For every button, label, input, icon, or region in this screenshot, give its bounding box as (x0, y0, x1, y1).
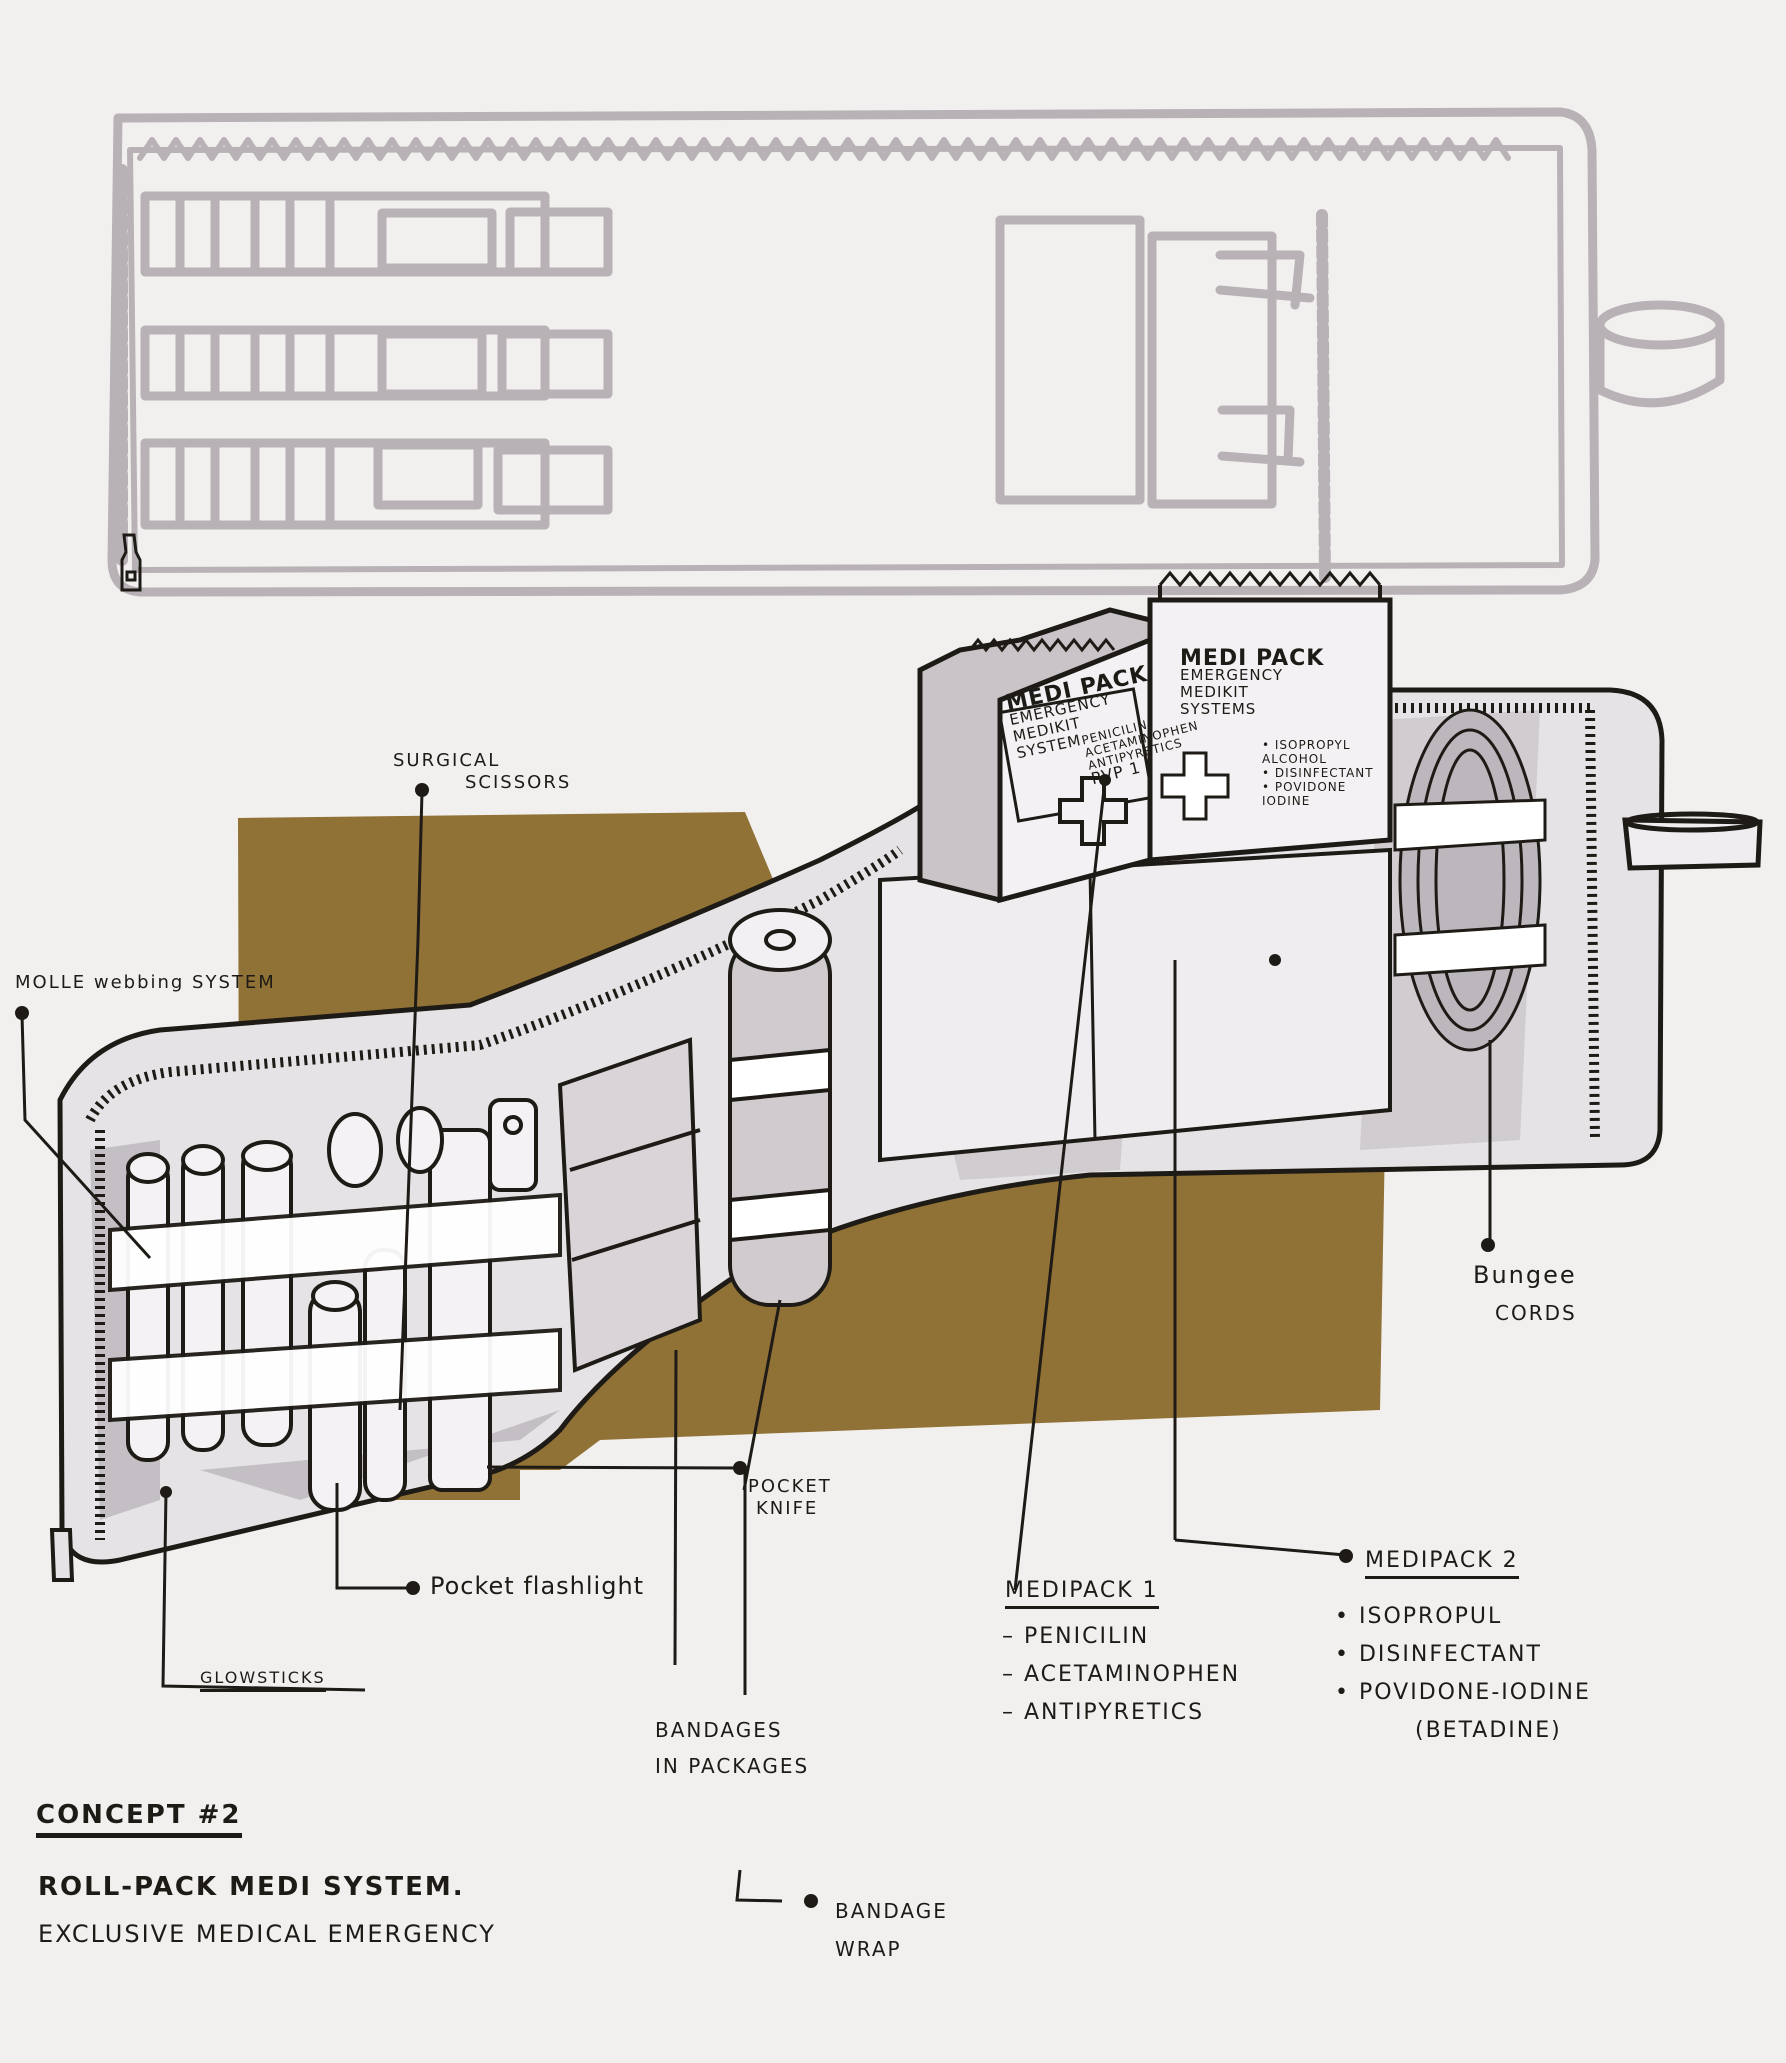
list-item: (BETADINE) (1415, 1718, 1562, 1743)
medical-cross-icon (1058, 776, 1128, 846)
medipack-2-heading: MEDIPACK 2 (1365, 1548, 1519, 1580)
bandage-wrap (728, 908, 832, 1307)
zipper-pull-icon (49, 1528, 75, 1582)
concept-description: EXCLUSIVE MEDICAL EMERGENCY (38, 1920, 496, 1948)
medical-cross-icon (1160, 751, 1230, 821)
list-item: – PENICILIN (1002, 1624, 1150, 1649)
list-item: • POVIDONE-IODINE (1335, 1680, 1591, 1705)
callout-bandages-in-packages: BANDAGES IN PACKAGES (655, 1718, 810, 1778)
callout-glowsticks: GLOWSTICKS (200, 1668, 326, 1693)
flat-layout-sketch (107, 107, 1725, 597)
bungee-cords (1393, 708, 1547, 1052)
medipack-2-contents: • ISOPROPYL ALCOHOL • DISINFECTANT • POV… (1262, 738, 1374, 808)
callout-molle-webbing: MOLLE webbing SYSTEM (15, 972, 276, 993)
list-item: – ANTIPYRETICS (1002, 1700, 1205, 1725)
bandage-packages (557, 1037, 703, 1373)
concept-title: CONCEPT #2 (36, 1800, 242, 1839)
list-item: • ISOPROPUL (1335, 1604, 1503, 1629)
zipper-pull-icon (120, 533, 142, 592)
medipack-1-heading: MEDIPACK 1 (1005, 1578, 1159, 1610)
callout-bungee-cords: Bungee CORDS (1473, 1261, 1577, 1325)
callout-surgical-scissors: SURGICAL SCISSORS (393, 750, 572, 793)
medipack-2-label: MEDI PACK EMERGENCY MEDIKIT SYSTEMS (1180, 646, 1325, 718)
medipack-1-list: – PENICILIN – ACETAMINOPHEN – ANTIPYRETI… (1002, 1618, 1240, 1732)
list-item: – ACETAMINOPHEN (1002, 1662, 1241, 1687)
medipack-1-box (917, 607, 1155, 904)
list-item: • DISINFECTANT (1335, 1642, 1542, 1667)
callout-pocket-flashlight: Pocket flashlight (430, 1572, 645, 1600)
concept-subtitle: ROLL-PACK MEDI SYSTEM. (38, 1872, 465, 1902)
pull-tab (1622, 811, 1763, 871)
medipack-2-list: • ISOPROPUL • DISINFECTANT • POVIDONE-IO… (1335, 1598, 1591, 1750)
callout-pocket-knife: POCKET KNIFE (748, 1476, 832, 1519)
medipack-2-box (1147, 570, 1393, 863)
callout-bandage-wrap: BANDAGE WRAP (835, 1899, 948, 1961)
